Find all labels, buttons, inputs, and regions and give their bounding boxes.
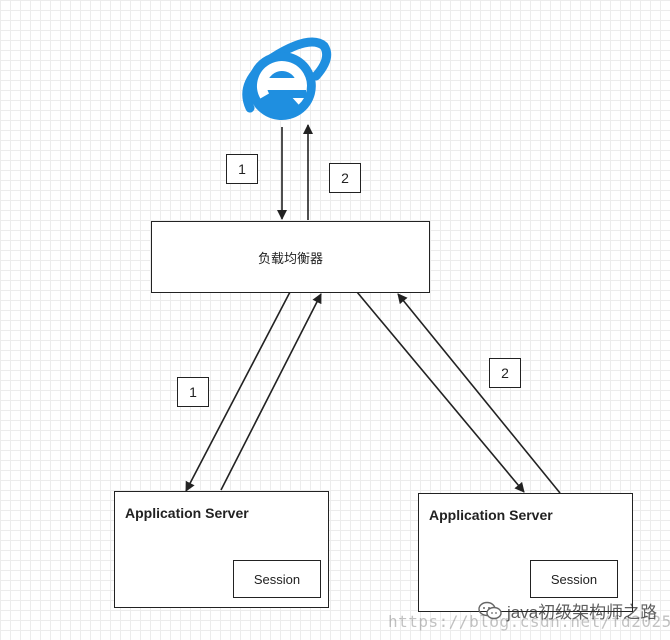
application-server-2-title: Application Server: [429, 507, 553, 523]
application-server-1: Application Server Session: [114, 491, 329, 608]
load-balancer-box: 负载均衡器: [151, 221, 430, 293]
watermark-brand-text: java初级架构师之路: [507, 603, 658, 622]
watermark-url: https://blog.csdn.net/fd2025: [388, 612, 670, 631]
load-balancer-label: 负载均衡器: [257, 250, 323, 266]
watermark-brand: java初级架构师之路: [478, 598, 657, 623]
step-label-3: 1: [177, 377, 209, 407]
wechat-icon: [478, 601, 502, 619]
arrow-lb-to-server1: [185, 291, 291, 492]
application-server-1-title: Application Server: [125, 505, 249, 521]
step-label-4: 2: [489, 358, 521, 388]
session-box-1: Session: [233, 560, 321, 598]
arrow-lb-to-server2: [356, 291, 525, 493]
internet-explorer-icon: [242, 37, 332, 120]
step-label-2: 2: [329, 163, 361, 193]
session-box-2: Session: [530, 560, 618, 598]
arrow-server2-to-lb: [397, 293, 561, 494]
application-server-2: Application Server Session: [418, 493, 633, 612]
step-label-1: 1: [226, 154, 258, 184]
arrow-server1-to-lb: [220, 293, 322, 491]
